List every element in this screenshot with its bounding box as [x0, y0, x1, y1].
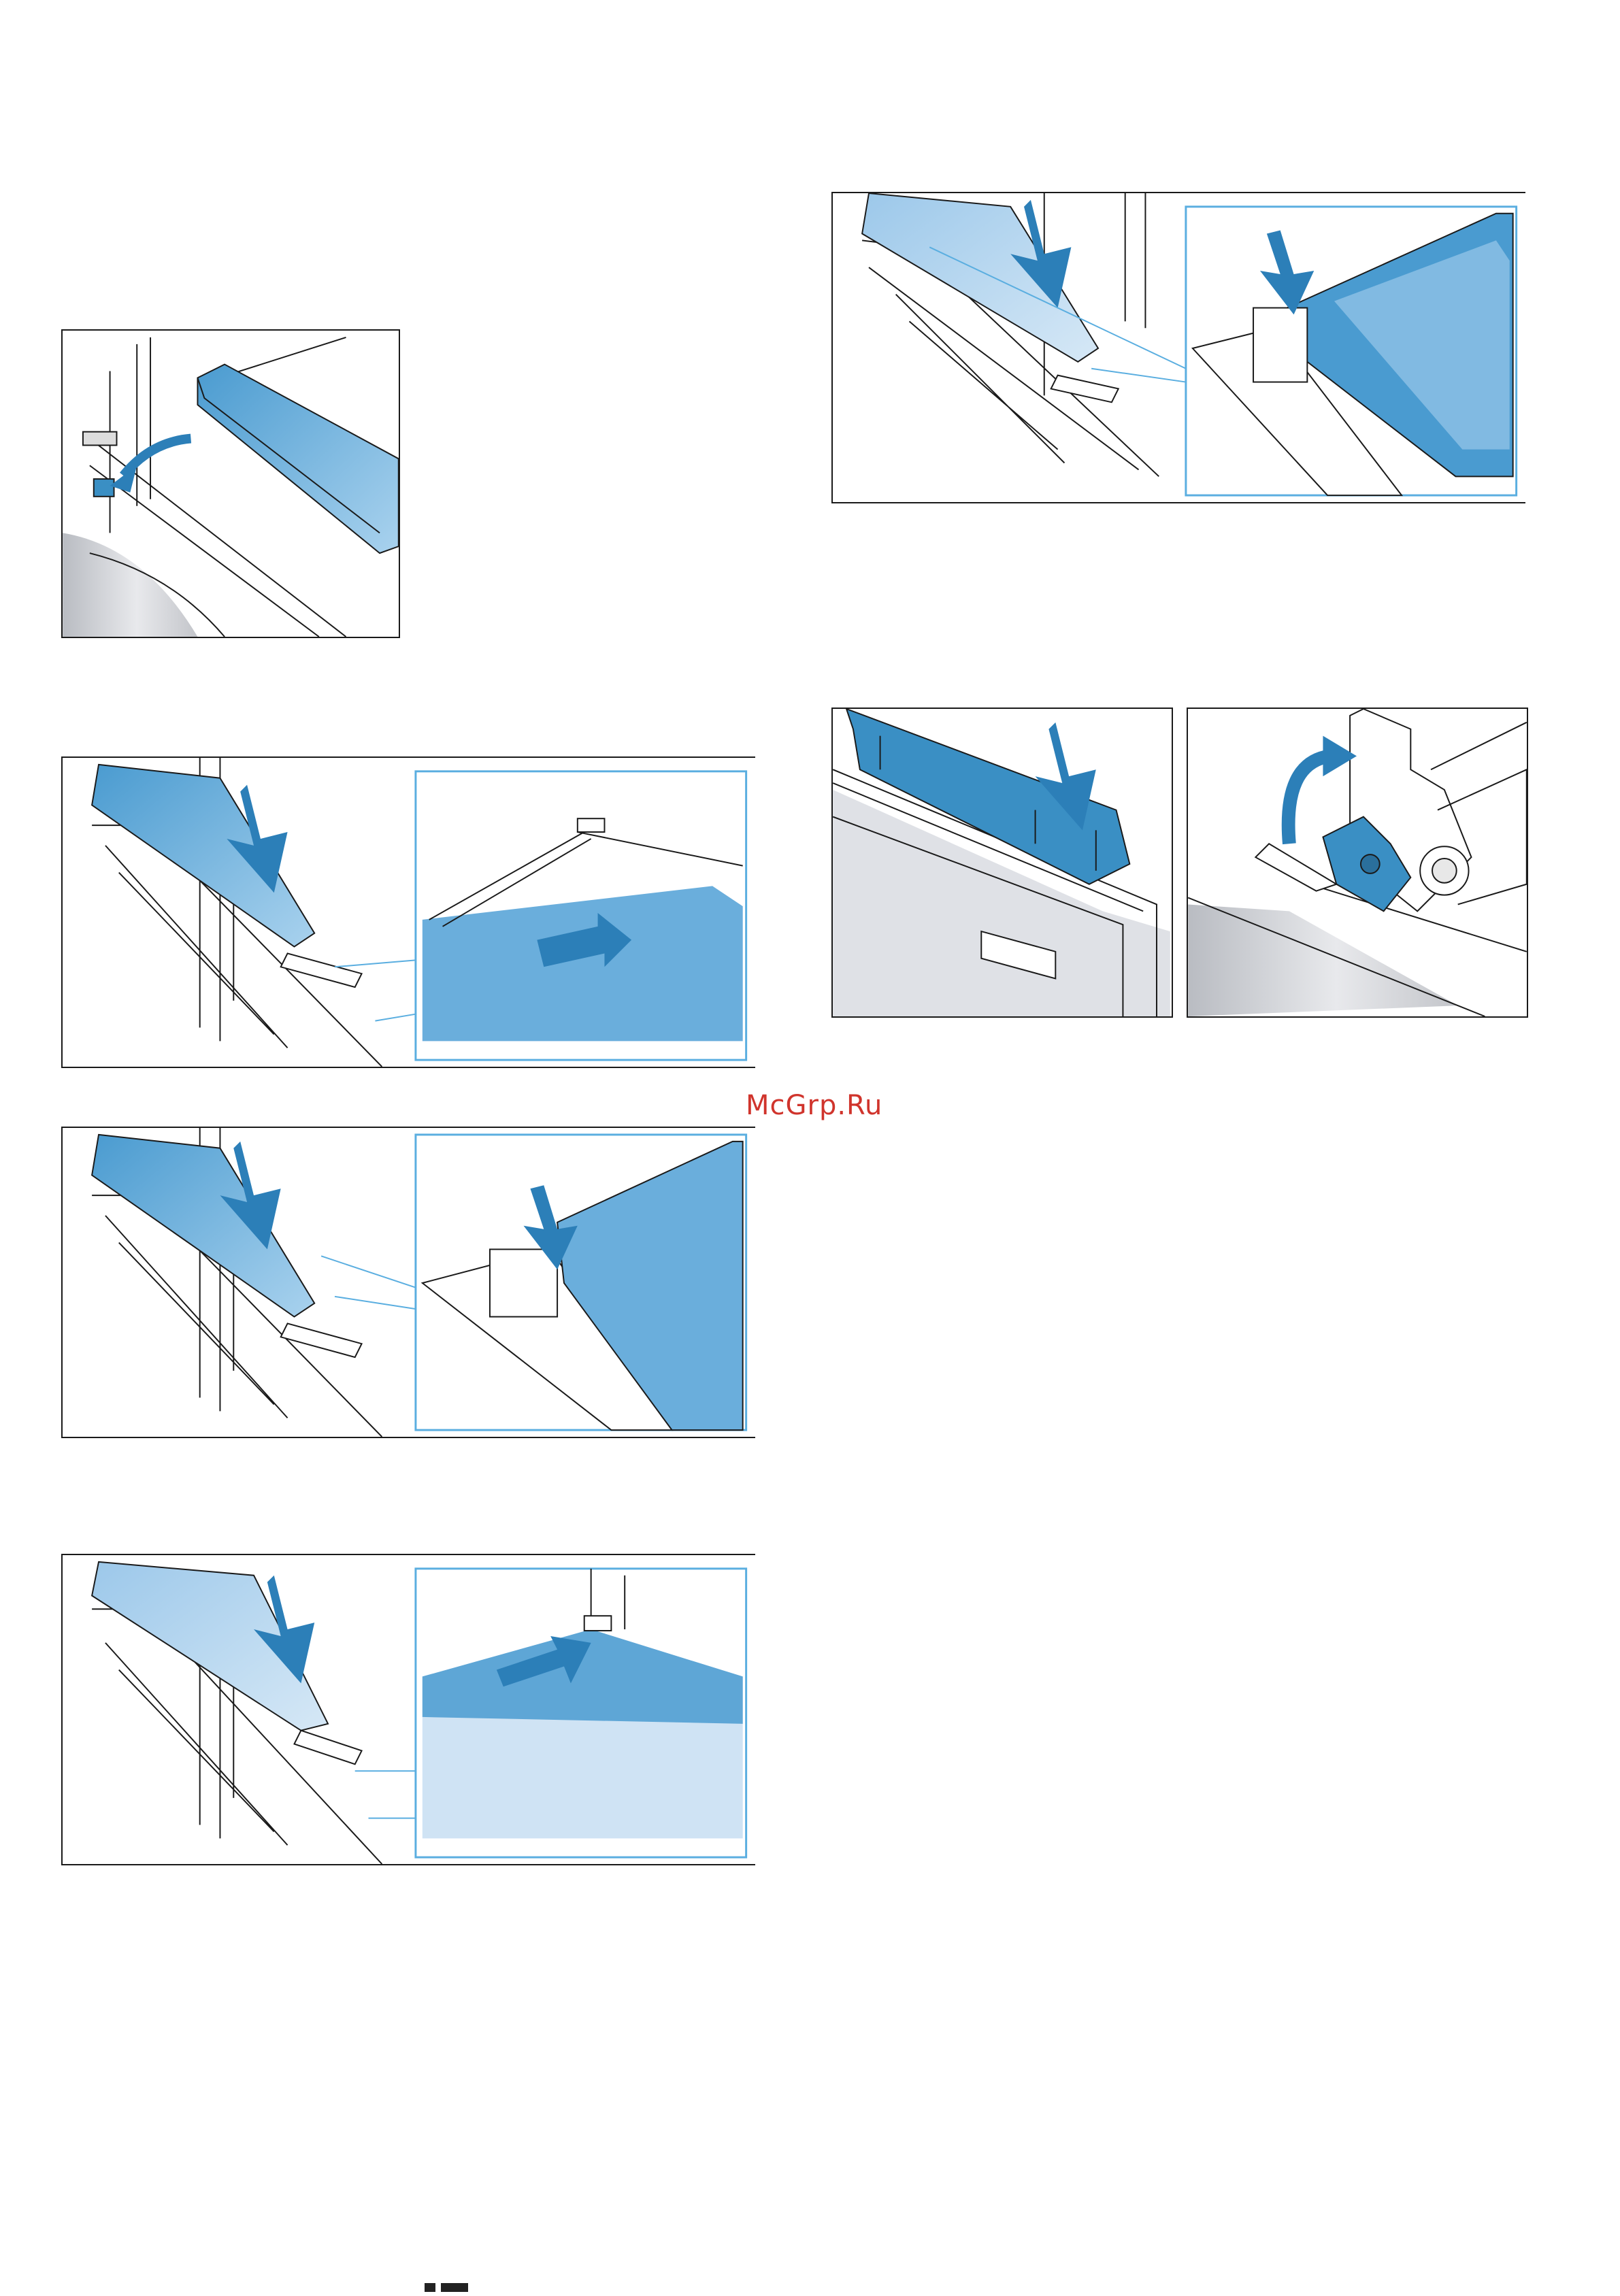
glass-insert-illustration-2 — [63, 1128, 755, 1437]
glass-pane — [92, 1135, 314, 1317]
glass-insert-illustration-1 — [63, 758, 755, 1067]
hinge-lock-illustration — [1188, 709, 1527, 1016]
watermark: McGrp.Ru — [746, 1090, 882, 1121]
figure-glass-insert-4 — [831, 192, 1525, 503]
figure-hinge-lock — [1187, 708, 1528, 1018]
clip-icon — [94, 479, 114, 497]
figure-glass-insert-3 — [61, 1554, 755, 1865]
figure-glass-insert-2 — [61, 1127, 755, 1438]
glass-insert-illustration-3 — [63, 1555, 755, 1864]
figure-glass-insert-1 — [61, 756, 755, 1068]
footer-marks — [425, 2283, 490, 2292]
cover-strip-attach-illustration — [833, 709, 1172, 1016]
figure-cover-strip-attach — [831, 708, 1173, 1018]
cover-strip-illustration — [63, 331, 399, 637]
figure-cover-strip-removal — [61, 329, 400, 638]
glass-insert-illustration-4 — [833, 193, 1525, 502]
